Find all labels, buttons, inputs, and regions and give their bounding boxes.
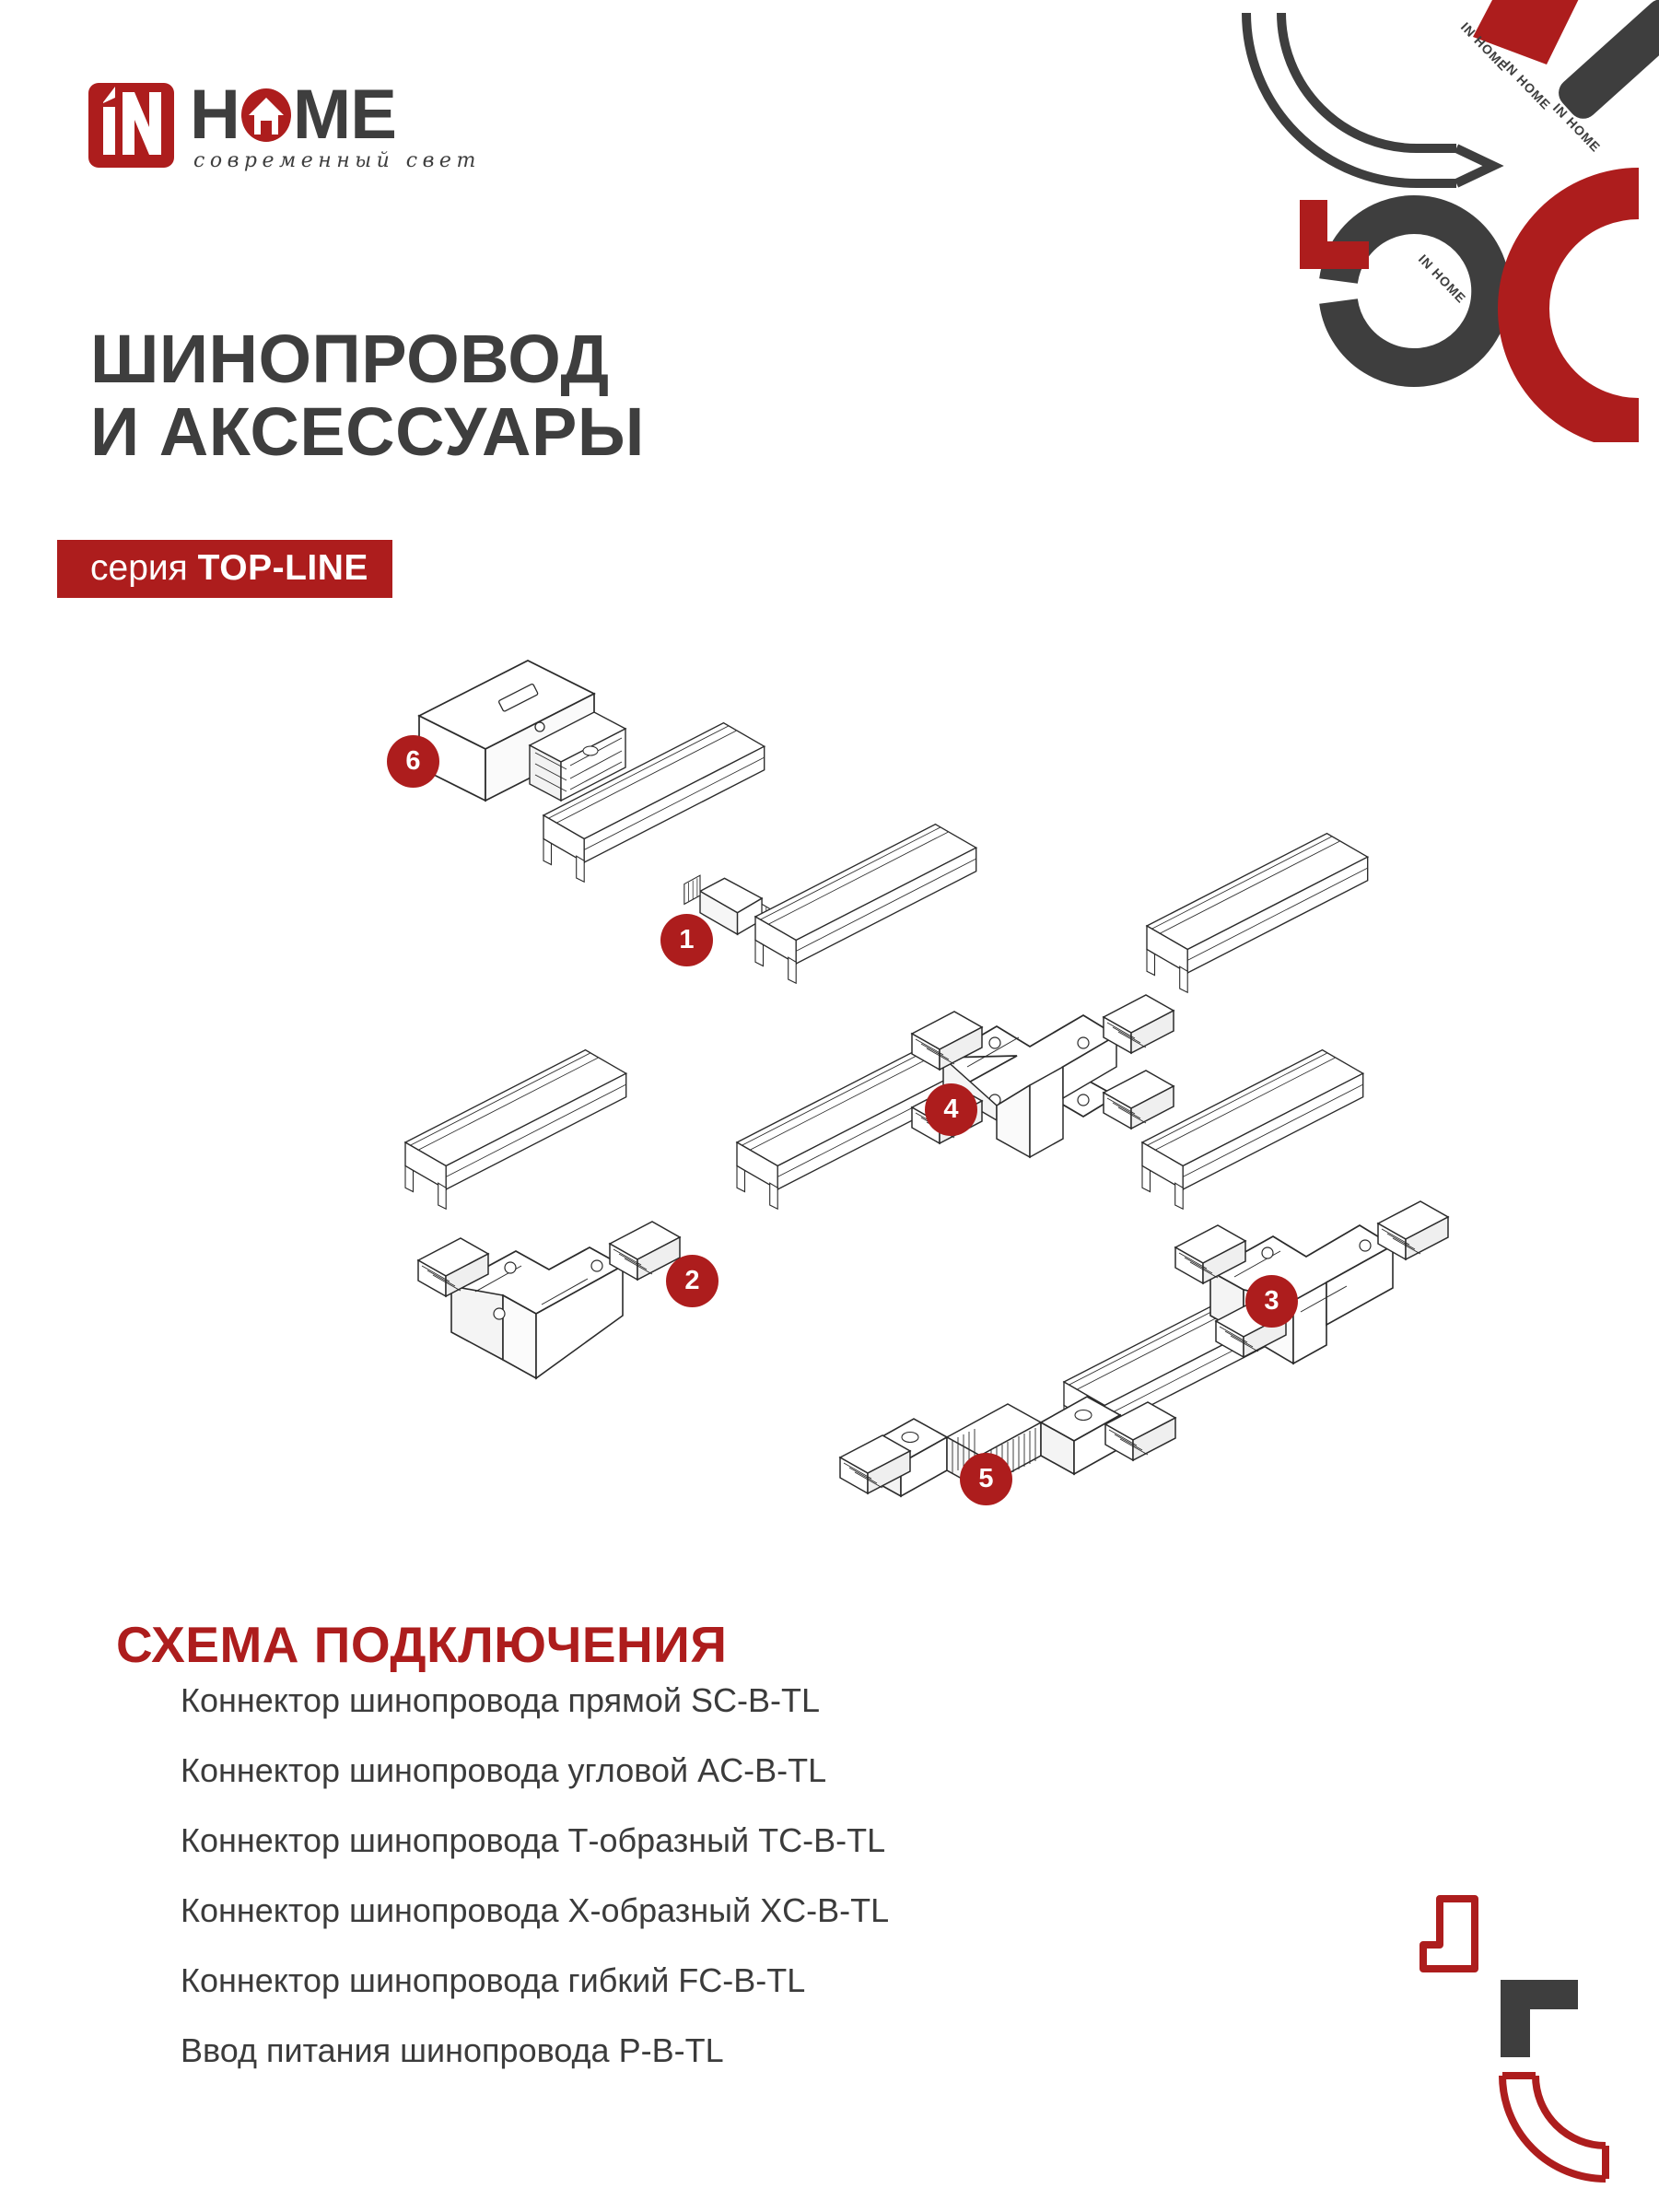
part-rail-c	[1146, 833, 1369, 993]
brand-word-me: ME	[292, 76, 397, 154]
in-logo-mark-icon	[88, 83, 174, 168]
house-o-icon	[240, 88, 292, 143]
deco-label-3: IN HOME	[1550, 100, 1604, 155]
list-item: Коннектор шинопровода гибкий FC-B-TL	[181, 1961, 806, 1999]
diagram-marker-4: 4	[925, 1083, 977, 1136]
part-t-connector	[1174, 1200, 1449, 1365]
brand-wordmark: H ME	[190, 76, 481, 154]
part-flex-connector	[839, 1396, 1176, 1498]
page-title-line-1: ШИНОПРОВОД	[90, 320, 610, 397]
part-rail-b	[754, 824, 977, 984]
diagram-marker-5: 5	[960, 1453, 1012, 1505]
brand-word-h: H	[190, 76, 240, 154]
part-power-feed	[417, 660, 627, 802]
diagram-marker-3: 3	[1245, 1275, 1298, 1328]
brand-logo: H ME современный свет	[88, 76, 481, 172]
deco-label-2: IN HOME	[1501, 58, 1554, 112]
deco-label-1: IN HOME	[1458, 19, 1512, 74]
top-right-decoration: IN HOME IN HOME IN HOME IN HOME	[1180, 0, 1659, 442]
page-title-line-2: И АКСЕССУАРЫ	[90, 393, 645, 471]
diagram-marker-6: 6	[387, 735, 439, 788]
assembly-diagram: 6 1 4 2 3 5	[0, 645, 1659, 1529]
marker-label: 2	[684, 1266, 700, 1295]
list-item: Коннектор шинопровода Х-образный XC-B-TL	[181, 1891, 890, 1929]
diagram-marker-1: 1	[660, 914, 713, 966]
scheme-title: СХЕМА ПОДКЛЮЧЕНИЯ	[116, 1615, 728, 1673]
diagram-marker-2: 2	[666, 1255, 719, 1307]
deco-label-4: IN HOME	[1416, 252, 1469, 306]
marker-label: 4	[943, 1094, 959, 1124]
part-rail-f	[1141, 1049, 1364, 1210]
page-title: ШИНОПРОВОД И АКСЕССУАРЫ	[90, 322, 645, 470]
series-badge-prefix: серия	[90, 548, 188, 588]
part-x-connector	[911, 994, 1174, 1159]
brand-tagline: современный свет	[193, 148, 481, 172]
marker-label: 6	[405, 746, 421, 776]
marker-label: 1	[679, 925, 695, 954]
part-rail-d	[404, 1049, 627, 1210]
bottom-right-decoration	[1383, 1880, 1659, 2212]
series-badge: серия TOP-LINE	[57, 540, 392, 598]
marker-label: 3	[1264, 1286, 1279, 1316]
list-item: Ввод питания шинопровода P-B-TL	[181, 2031, 724, 2069]
part-corner-connector	[417, 1221, 681, 1380]
list-item: Коннектор шинопровода угловой AC-B-TL	[181, 1751, 827, 1789]
marker-label: 5	[978, 1464, 994, 1493]
scheme-list: Коннектор шинопровода прямой SC-B-TL Кон…	[181, 1684, 1286, 2104]
assembly-diagram-drawing	[404, 660, 1449, 1498]
series-badge-name: TOP-LINE	[197, 548, 368, 588]
list-item: Коннектор шинопровода прямой SC-B-TL	[181, 1681, 820, 1719]
list-item: Коннектор шинопровода Т-образный TC-B-TL	[181, 1821, 886, 1859]
